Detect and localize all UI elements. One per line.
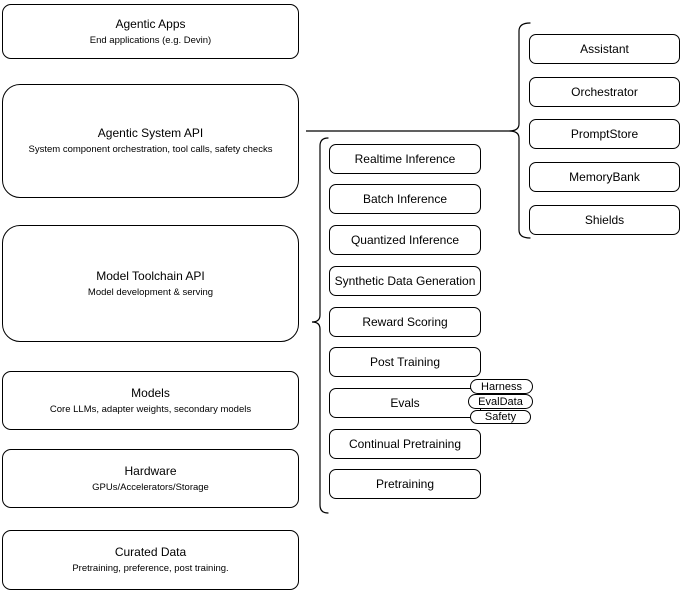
node-subtitle: Model development & serving [87, 286, 214, 298]
node-subtitle: Core LLMs, adapter weights, secondary mo… [49, 403, 252, 415]
node-reward-scoring: Reward Scoring [329, 307, 481, 337]
node-label: PromptStore [570, 127, 639, 141]
node-label: Evals [390, 396, 420, 410]
node-orchestrator: Orchestrator [529, 77, 680, 107]
node-label: Continual Pretraining [348, 437, 462, 451]
node-label: Realtime Inference [354, 152, 456, 166]
node-subtitle: System component orchestration, tool cal… [28, 144, 273, 155]
tag-evaldata: EvalData [468, 394, 533, 409]
node-memorybank: MemoryBank [529, 162, 680, 192]
node-label: MemoryBank [569, 170, 640, 184]
node-title: Curated Data [114, 545, 187, 559]
node-hardware: Hardware GPUs/Accelerators/Storage [2, 449, 299, 508]
node-subtitle: End applications (e.g. Devin) [89, 34, 212, 46]
node-title: Agentic Apps [115, 16, 186, 31]
node-agentic-apps: Agentic Apps End applications (e.g. Devi… [2, 4, 299, 59]
node-batch-inference: Batch Inference [329, 184, 481, 214]
node-label: Pretraining [375, 477, 435, 491]
tag-label: Safety [484, 411, 517, 423]
node-label: Orchestrator [571, 85, 638, 99]
node-label: Assistant [580, 42, 629, 56]
node-label: Batch Inference [362, 192, 448, 206]
tag-label: Harness [481, 380, 522, 393]
node-label: Reward Scoring [362, 315, 448, 329]
node-post-training: Post Training [329, 347, 481, 377]
tag-label: EvalData [478, 395, 523, 408]
node-pretraining: Pretraining [329, 469, 481, 499]
node-label: Post Training [369, 355, 441, 369]
node-continual-pretraining: Continual Pretraining [329, 429, 481, 459]
node-agentic-system-api: Agentic System API System component orch… [2, 84, 299, 198]
node-label: Quantized Inference [350, 233, 460, 247]
toolchain-brace [311, 137, 329, 514]
node-subtitle: GPUs/Accelerators/Storage [92, 481, 209, 493]
node-subtitle: Pretraining, preference, post training. [72, 563, 229, 574]
node-shields: Shields [529, 205, 680, 235]
node-promptstore: PromptStore [529, 119, 680, 149]
node-models: Models Core LLMs, adapter weights, secon… [2, 371, 299, 430]
node-curated-data: Curated Data Pretraining, preference, po… [2, 530, 299, 590]
node-label: Shields [584, 213, 625, 227]
node-title: Hardware [124, 463, 177, 478]
node-title: Models [131, 385, 170, 400]
node-model-toolchain-api: Model Toolchain API Model development & … [2, 225, 299, 342]
node-quantized-inference: Quantized Inference [329, 225, 481, 255]
components-brace [508, 22, 531, 239]
node-title: Model Toolchain API [96, 268, 205, 283]
node-realtime-inference: Realtime Inference [329, 144, 481, 174]
node-evals: Evals [329, 388, 481, 418]
node-label: Synthetic Data Generation [334, 274, 476, 288]
tag-harness: Harness [470, 379, 533, 394]
node-title: Agentic System API [97, 126, 204, 140]
node-synthetic-data-generation: Synthetic Data Generation [329, 266, 481, 296]
tag-safety: Safety [470, 410, 531, 424]
node-assistant: Assistant [529, 34, 680, 64]
